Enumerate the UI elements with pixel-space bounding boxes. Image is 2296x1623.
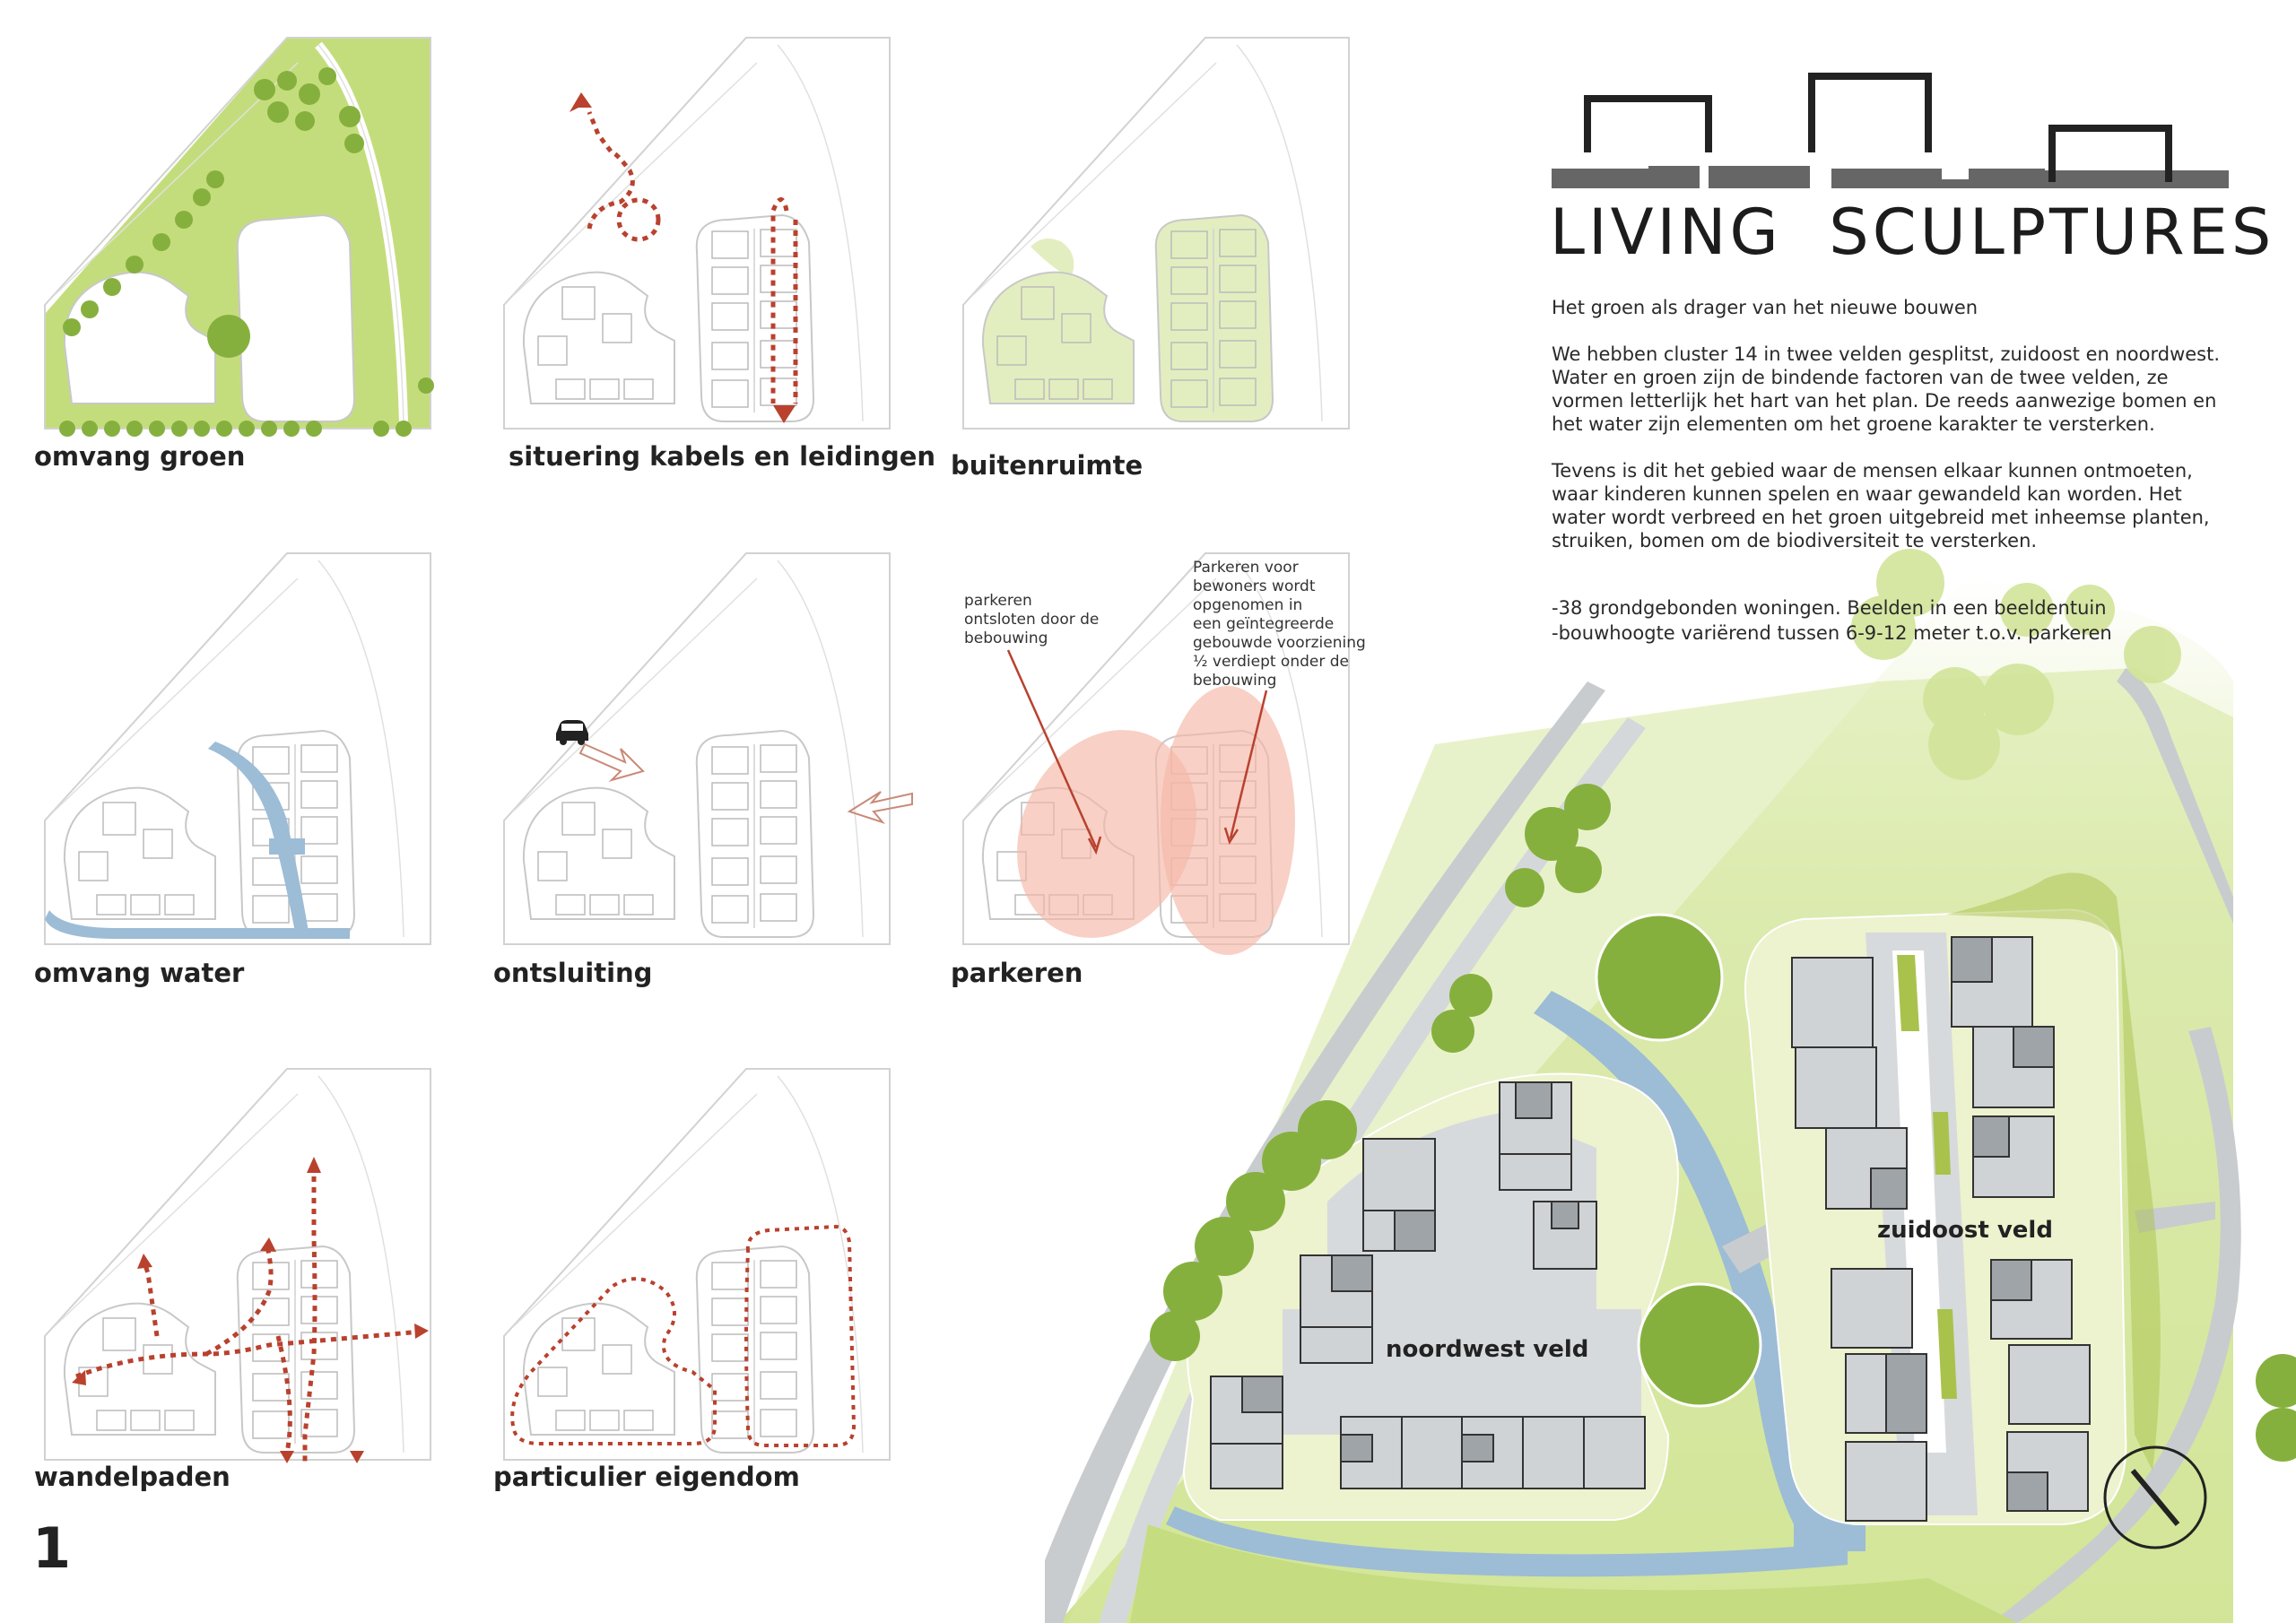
title-word-living: LIVING	[1550, 195, 1782, 269]
north-arrow-icon	[2103, 1445, 2207, 1549]
intro-heading: Het groen als drager van het nieuwe bouw…	[1552, 297, 1979, 318]
diagram-outdoor	[962, 37, 1350, 430]
fact-dwellings: -38 grondgebonden woningen. Beelden in e…	[1552, 597, 2107, 619]
fact-building-height: -bouwhoogte variërend tussen 6-9-12 mete…	[1552, 622, 2112, 644]
parking-zone-southeast	[1161, 686, 1295, 955]
caption-access: ontsluiting	[493, 958, 653, 988]
intro-paragraph-1: We hebben cluster 14 in twee velden gesp…	[1552, 343, 2221, 435]
parking-note-left: parkeren ontsloten door de bebouwing	[964, 592, 1100, 647]
label-southeast-field: zuidoost veld	[1877, 1217, 2053, 1244]
intro-text: Het groen als drager van het nieuwe bouw…	[1552, 296, 2233, 576]
title-word-sculptures: SCULPTURES	[1829, 195, 2275, 269]
diagram-private	[503, 1068, 891, 1461]
caption-paths: wandelpaden	[34, 1462, 230, 1492]
intro-paragraph-2: Tevens is dit het gebied waar de mensen …	[1552, 460, 2210, 551]
diagram-cables	[503, 37, 891, 430]
label-northwest-field: noordwest veld	[1386, 1336, 1589, 1363]
caption-parking: parkeren	[951, 958, 1083, 988]
caption-cables: situering kabels en leidingen	[509, 441, 936, 472]
project-facts: -38 grondgebonden woningen. Beelden in e…	[1552, 595, 2112, 646]
caption-green: omvang groen	[34, 441, 246, 472]
project-title: LIVING SCULPTURES	[1550, 195, 2274, 269]
diagram-parking	[962, 552, 1350, 955]
diagram-green	[44, 37, 434, 437]
caption-private: particulier eigendom	[493, 1462, 800, 1492]
trees	[1150, 784, 2296, 1462]
living-sculptures-logo	[1552, 73, 2229, 188]
car-icon	[556, 720, 588, 745]
page-number: 1	[32, 1515, 72, 1581]
diagram-paths	[44, 1068, 431, 1463]
caption-outdoor: buitenruimte	[951, 450, 1144, 481]
diagram-access	[503, 552, 913, 945]
parking-zone-northwest	[1017, 730, 1196, 938]
parking-note-right: Parkeren voor bewoners wordt opgenomen i…	[1193, 559, 1366, 690]
site-plan	[1045, 549, 2296, 1623]
diagram-water	[44, 552, 431, 945]
caption-water: omvang water	[34, 958, 245, 988]
